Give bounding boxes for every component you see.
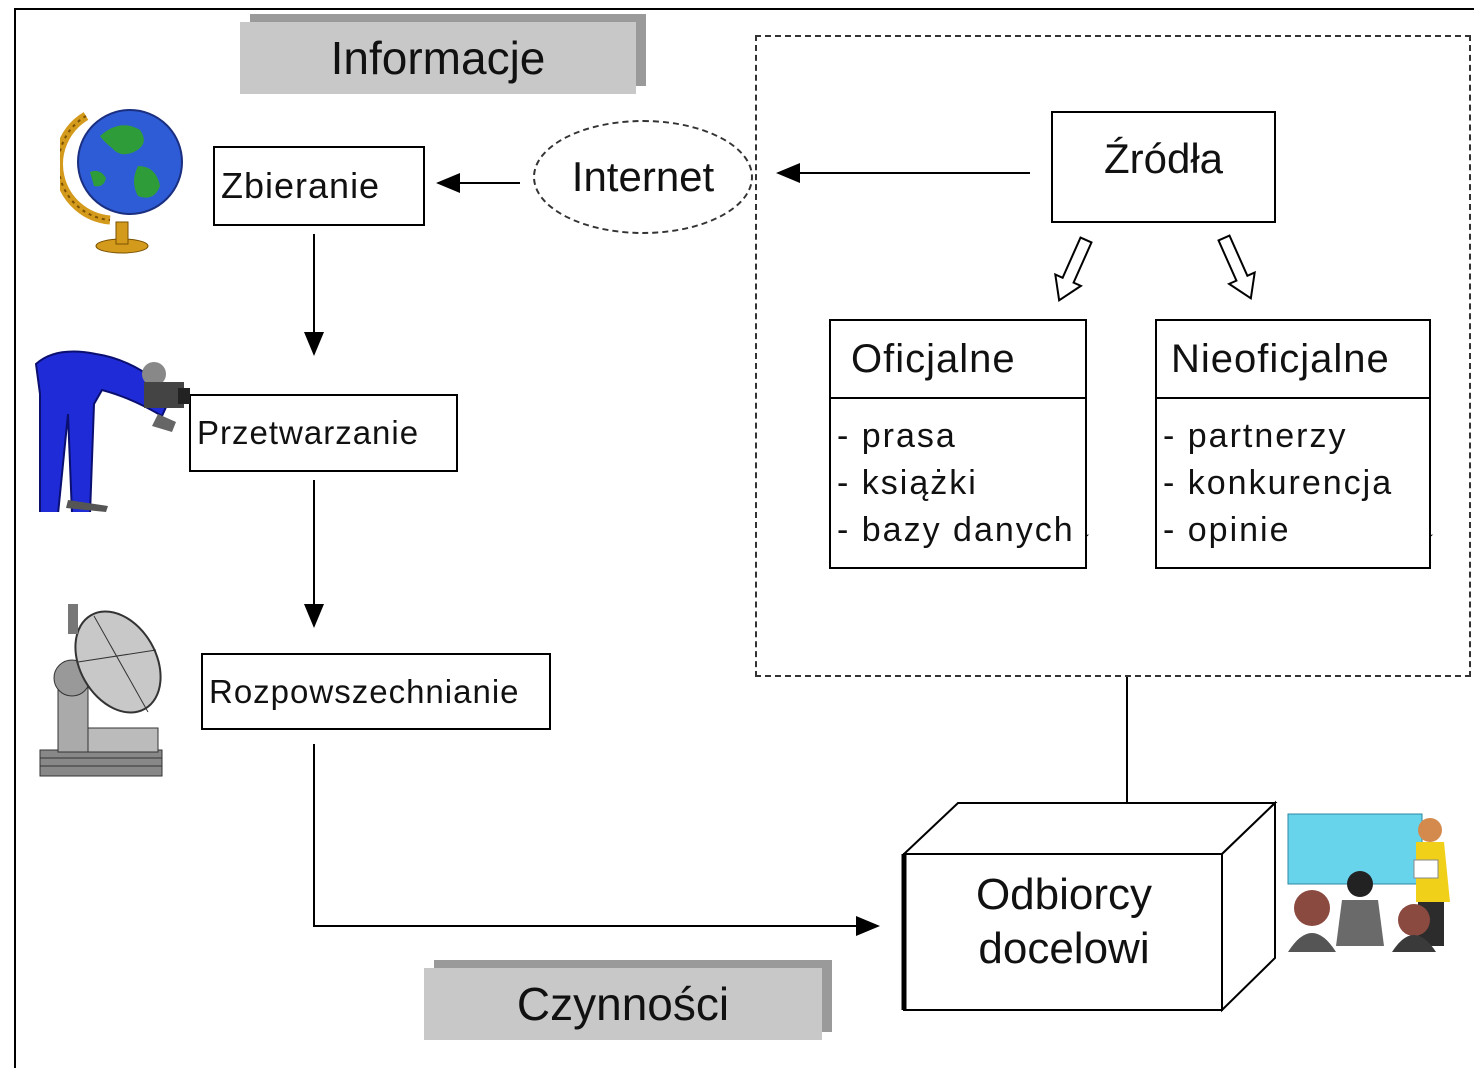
nieoficjalne-list: - partnerzy - konkurencja - opinie bbox=[1157, 399, 1429, 554]
block-arrow-right bbox=[1217, 234, 1256, 300]
list-item: - prasa bbox=[837, 417, 957, 455]
zbieranie-label: Zbieranie bbox=[221, 165, 381, 206]
list-item: - konkurencja bbox=[1163, 464, 1394, 502]
sources-region bbox=[755, 35, 1471, 677]
globe-icon bbox=[60, 109, 183, 254]
odbiorcy-line1: Odbiorcy bbox=[975, 870, 1153, 919]
zrodla-label: Źródła bbox=[1103, 135, 1224, 182]
zrodla-note: Źródła bbox=[1051, 111, 1276, 223]
rozpowszechnianie-label: Rozpowszechnianie bbox=[209, 672, 520, 710]
oficjalne-list: - prasa - książki - bazy danych bbox=[831, 399, 1085, 554]
box-rozpowszechnianie: Rozpowszechnianie bbox=[201, 653, 551, 730]
internet-label: Internet bbox=[571, 153, 715, 200]
oficjalne-note: Oficjalne - prasa - książki - bazy danyc… bbox=[829, 319, 1087, 569]
box-zbieranie: Zbieranie bbox=[213, 146, 425, 226]
odbiorcy-box bbox=[901, 800, 1278, 1013]
nieoficjalne-title: Nieoficjalne bbox=[1157, 321, 1429, 399]
arrow-rozpowszechnianie-to-odbiorcy bbox=[313, 744, 880, 936]
list-item: - partnerzy bbox=[1163, 417, 1348, 455]
photographer-icon bbox=[34, 350, 190, 512]
banner-czynnosci: Czynności bbox=[424, 968, 822, 1040]
satellite-dish-icon bbox=[39, 604, 163, 777]
banner-informacje: Informacje bbox=[240, 22, 636, 94]
przetwarzanie-label: Przetwarzanie bbox=[197, 414, 420, 451]
banner-informacje-label: Informacje bbox=[330, 32, 546, 84]
nieoficjalne-note: Nieoficjalne - partnerzy - konkurencja -… bbox=[1155, 319, 1431, 569]
list-item: - opinie bbox=[1163, 511, 1291, 549]
odbiorcy-line2: docelowi bbox=[978, 924, 1150, 973]
list-item: - bazy danych bbox=[837, 511, 1075, 549]
banner-czynnosci-label: Czynności bbox=[516, 978, 730, 1030]
diagram-frame bbox=[14, 8, 1474, 1068]
block-arrow-left bbox=[1054, 236, 1093, 302]
presentation-audience-icon bbox=[1287, 813, 1450, 952]
list-item: - książki bbox=[837, 464, 978, 502]
internet-node: Internet bbox=[533, 120, 753, 234]
odbiorcy-label: Odbiorcy docelowi bbox=[905, 868, 1223, 976]
box-przetwarzanie: Przetwarzanie bbox=[189, 394, 458, 472]
oficjalne-title: Oficjalne bbox=[831, 321, 1085, 399]
